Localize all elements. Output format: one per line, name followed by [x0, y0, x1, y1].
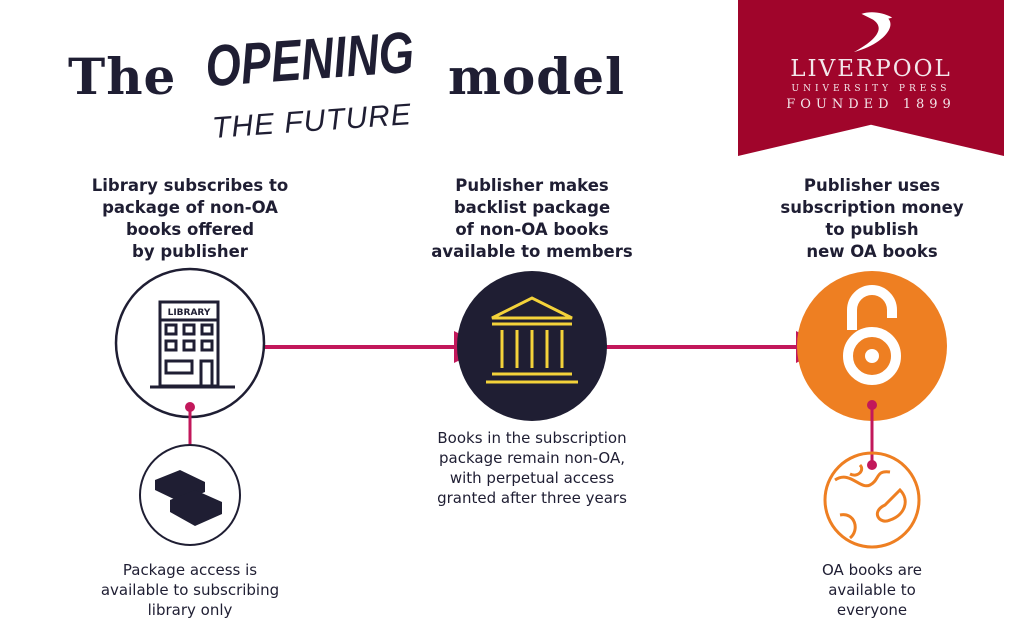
institution-icon — [486, 296, 578, 384]
library-label: LIBRARY — [168, 308, 211, 318]
title-model: model — [448, 47, 626, 106]
swoosh-icon — [853, 12, 893, 53]
open-access-icon — [843, 285, 901, 385]
open-access-circle — [797, 271, 947, 421]
logo-name: LIVERPOOL — [790, 56, 952, 82]
library-icon — [150, 300, 235, 389]
globe-icon — [823, 451, 921, 549]
logo-founded: FOUNDED 1899 — [786, 97, 956, 112]
library-circle — [114, 267, 266, 419]
liverpool-university-press-logo: LIVERPOOL UNIVERSITY PRESS FOUNDED 1899 — [738, 0, 1004, 156]
title-the: The — [68, 47, 177, 106]
logo-sub: UNIVERSITY PRESS — [791, 84, 951, 94]
books-icon — [155, 470, 222, 526]
